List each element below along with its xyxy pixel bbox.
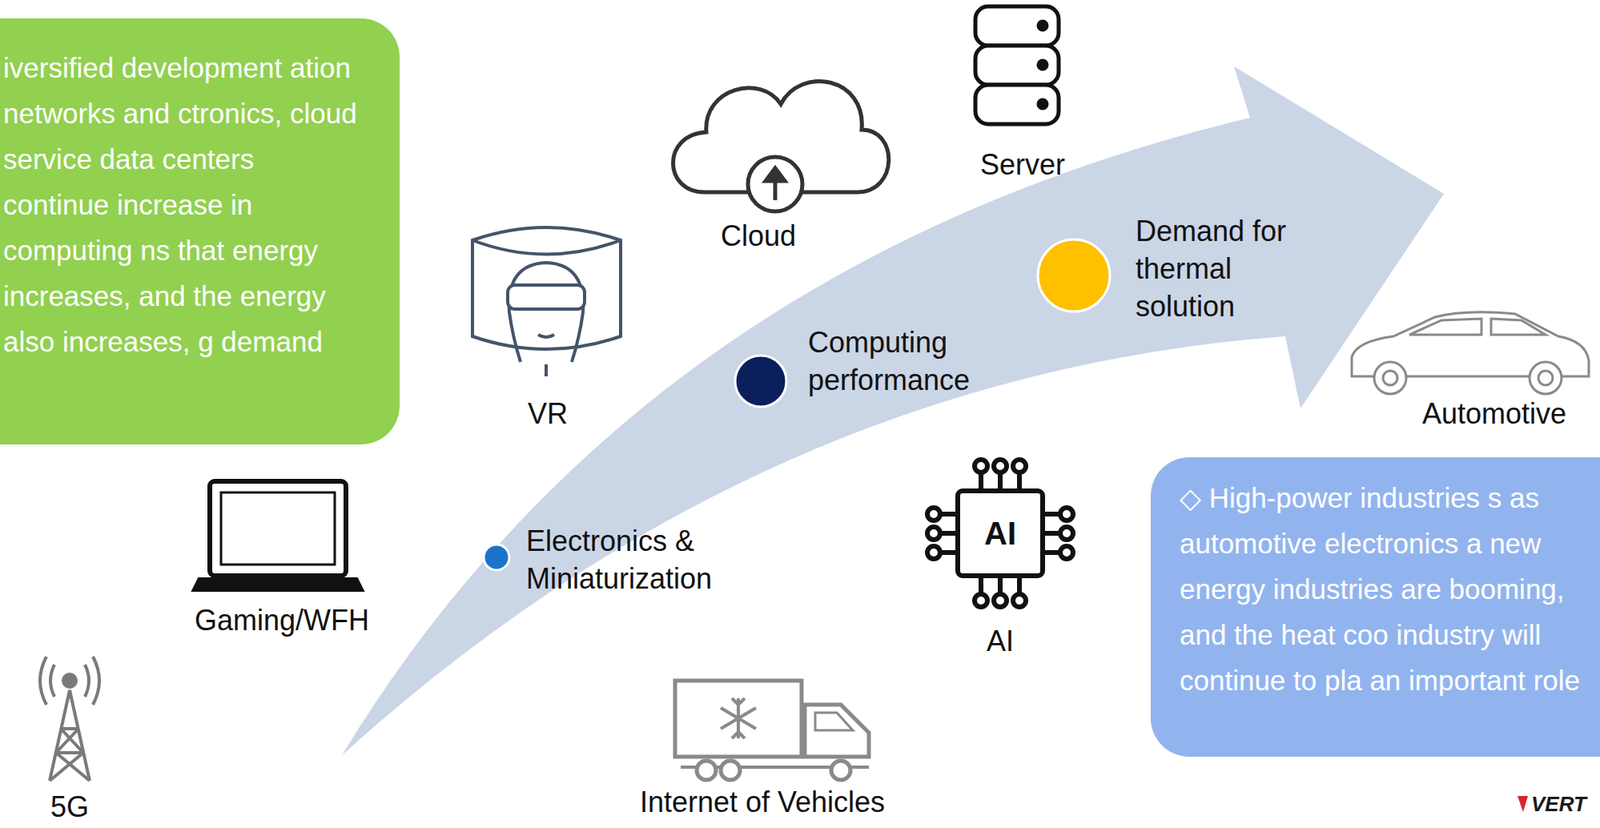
car-icon — [1351, 312, 1589, 394]
cloud-icon — [673, 81, 889, 212]
chip-pin — [1060, 507, 1074, 521]
chip-pin — [1060, 546, 1074, 559]
chip-pin — [978, 575, 984, 595]
chip-pin — [974, 594, 988, 608]
chip-pin — [940, 511, 958, 517]
chip-pin — [927, 546, 941, 559]
stage-label: Computing performance — [808, 324, 1041, 400]
chip-pin — [1017, 472, 1022, 491]
dot-marker — [1037, 239, 1110, 312]
tower-icon — [40, 656, 100, 781]
chip-pin — [974, 459, 988, 473]
chip-pin — [927, 507, 941, 521]
truck-icon — [675, 680, 869, 780]
chip-pin — [1017, 575, 1022, 595]
stage-label: Electronics & Miniaturization — [526, 522, 783, 599]
chip-pin — [1060, 526, 1074, 540]
stage-label: Demand for thermal solution — [1135, 213, 1320, 326]
icon-label: Gaming/WFH — [177, 602, 386, 640]
chip-pin — [997, 575, 1003, 595]
icon-label: 5G — [33, 791, 106, 824]
vr-icon — [472, 227, 621, 377]
text-panel: ◇ High-power industries s as automotive … — [1150, 457, 1600, 757]
chip-text: AI — [968, 514, 1033, 553]
chip-pin — [1013, 594, 1026, 608]
icon-label: VR — [511, 395, 584, 434]
panel-text: iversified development ation networks an… — [0, 18, 368, 365]
chip-pin — [997, 472, 1003, 491]
icon-label: AI — [964, 623, 1037, 661]
logo-mark — [1517, 795, 1528, 813]
dot-marker — [483, 544, 510, 571]
chip-pin — [1042, 511, 1061, 517]
icon-label: Automotive — [1402, 395, 1587, 434]
laptop-icon — [192, 481, 364, 591]
dot-marker — [735, 355, 787, 407]
panel-text: ◇ High-power industries s as automotive … — [1150, 457, 1584, 704]
chip-pin — [993, 594, 1007, 608]
chip-pin — [1042, 530, 1061, 536]
chip-pin — [993, 459, 1007, 473]
logo-text: VERT — [1531, 792, 1596, 817]
icon-label: Internet of Vehicles — [602, 786, 923, 819]
text-panel: iversified development ation networks an… — [0, 18, 400, 445]
ai-chip-icon — [927, 459, 1074, 608]
server-icon — [975, 6, 1059, 125]
chip-pin — [940, 550, 958, 555]
chip-pin — [1042, 550, 1061, 555]
chip-pin — [1013, 459, 1026, 473]
icon-label: Cloud — [698, 217, 819, 256]
chip-pin — [927, 526, 941, 540]
chip-pin — [978, 472, 984, 491]
icon-label: Server — [954, 146, 1091, 185]
chip-pin — [940, 530, 958, 536]
